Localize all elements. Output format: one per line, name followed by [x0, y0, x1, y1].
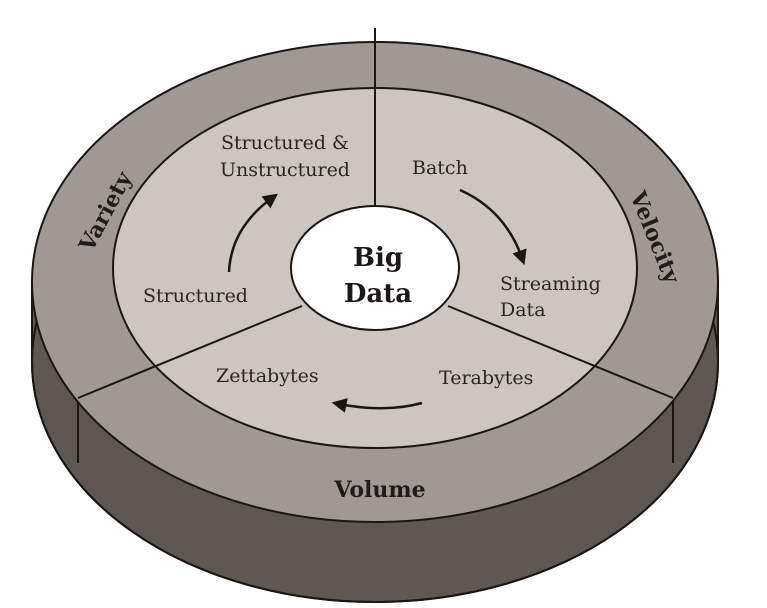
volume-arrow — [331, 398, 423, 413]
velocity-arrow — [459, 188, 527, 266]
divider-right — [447, 305, 674, 399]
center-title-line2: Data — [344, 279, 412, 309]
velocity-to-line1: Streaming — [500, 273, 601, 295]
velocity-to-line2: Data — [500, 299, 546, 321]
divider-left — [77, 305, 303, 399]
volume-to: Zettabytes — [216, 365, 319, 387]
volume-from: Terabytes — [439, 367, 533, 389]
variety-to-line1: Structured & — [221, 132, 349, 154]
velocity-from: Batch — [412, 157, 468, 179]
variety-arrow — [227, 193, 279, 273]
variety-from: Structured — [143, 285, 248, 307]
ring-label-volume: Volume — [333, 477, 425, 503]
center-title-line1: Big — [353, 243, 403, 273]
variety-to-line2: Unstructured — [220, 159, 350, 181]
center-ellipse — [290, 205, 460, 331]
